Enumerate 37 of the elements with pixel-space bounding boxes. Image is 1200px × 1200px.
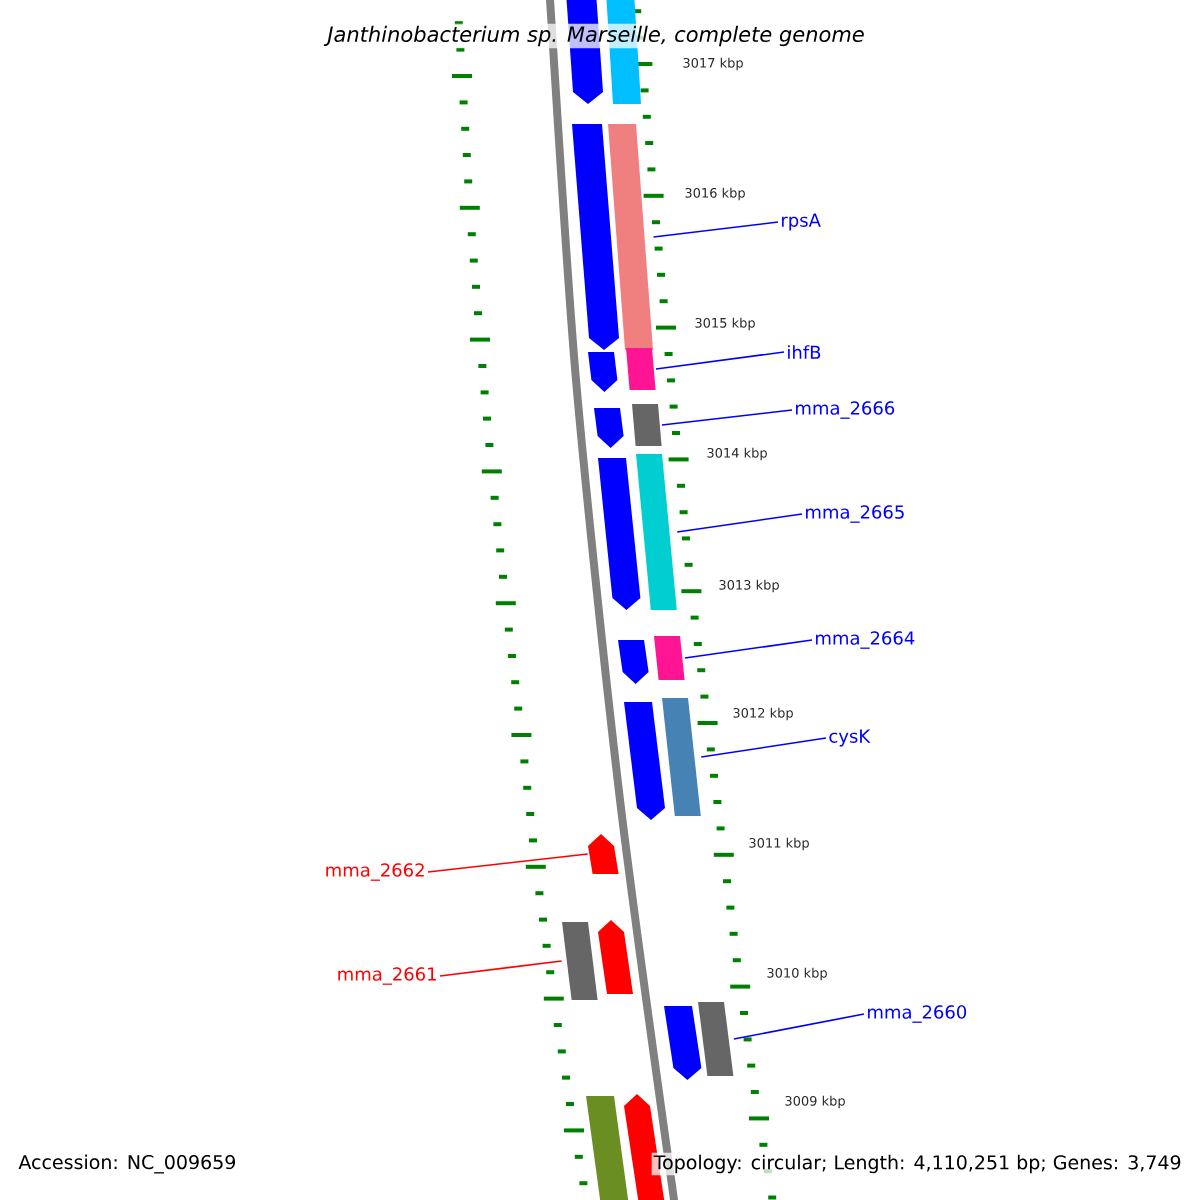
gene-label: ihfB: [788, 345, 821, 359]
gene-bar: [588, 352, 618, 392]
leader-line: [661, 409, 793, 426]
gene-bar: [594, 408, 624, 448]
gene-label: cysK: [829, 729, 871, 747]
footer-text: Accession: NC_009659: [16, 1152, 239, 1176]
gene-label: mma_2665: [806, 505, 904, 523]
gene-bar: [562, 922, 598, 1000]
gene-bar: [624, 702, 665, 820]
footer-text: Topology: circular; Length: 4,110,251 bp; Genes: 3,749: [651, 1152, 1184, 1176]
gene-label: mma_2666: [796, 401, 895, 419]
gene-bar: [654, 636, 685, 680]
gene-label: mma_2662: [326, 863, 424, 881]
gene-bar: [618, 640, 649, 684]
title: Janthinobacterium sp. Marseille, complete genome: [323, 23, 867, 49]
gene-bar: [598, 920, 633, 994]
leader-line: [427, 853, 589, 873]
gene-bar: [608, 124, 653, 350]
gene-label: mma_2661: [338, 967, 436, 985]
leader-line: [684, 639, 813, 659]
gene-bar: [588, 834, 619, 874]
leader-line: [652, 221, 779, 238]
gene-bar: [636, 454, 677, 610]
leader-line: [655, 351, 785, 370]
gene-bar: [598, 458, 641, 610]
gene-label: mma_2664: [816, 631, 915, 649]
gene-label: rpsA: [782, 213, 821, 231]
leader-line: [676, 513, 803, 533]
leader-line: [700, 737, 827, 758]
gene-bar: [662, 698, 701, 816]
gene-bar: [586, 1096, 630, 1200]
leader-line: [439, 960, 563, 977]
gene-label: mma_2660: [868, 1005, 967, 1023]
gene-bar: [698, 1002, 734, 1076]
gene-bar: [632, 404, 662, 446]
gene-bar: [626, 348, 656, 390]
gene-bar: [664, 1006, 702, 1080]
